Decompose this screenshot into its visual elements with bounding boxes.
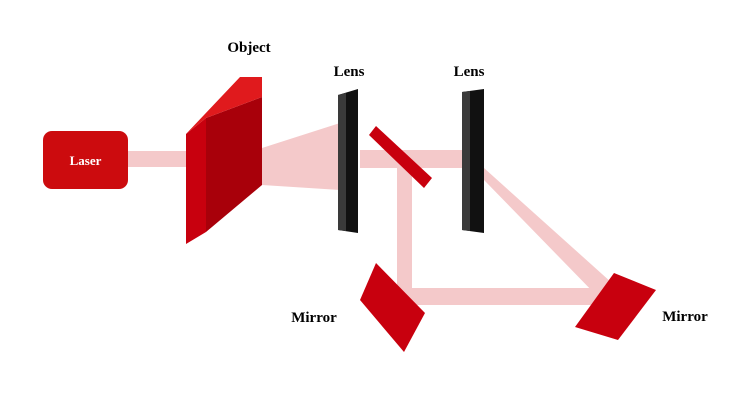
mirror-left-label: Mirror xyxy=(291,310,337,326)
mirror-right: Mirror xyxy=(575,273,708,340)
laser-source: Laser xyxy=(43,131,128,189)
object-top-face xyxy=(186,77,262,134)
lens-left-label: Lens xyxy=(334,64,365,80)
mirror-left-body xyxy=(360,263,425,352)
mirror-right-label: Mirror xyxy=(662,309,708,325)
object-label: Object xyxy=(227,40,270,56)
mirror-right-body xyxy=(575,273,656,340)
beam-laser-to-object xyxy=(128,151,190,167)
lens-left-shade xyxy=(338,93,346,231)
object-front-face xyxy=(206,97,262,232)
beam-reference-horizontal xyxy=(397,288,605,305)
lens-right: Lens xyxy=(454,64,485,233)
object-block: Object xyxy=(186,40,271,244)
mirror-left: Mirror xyxy=(291,263,425,352)
beam-object-to-lens xyxy=(262,123,340,190)
lens-right-shade xyxy=(462,91,470,231)
lens-right-label: Lens xyxy=(454,64,485,80)
object-side-face xyxy=(186,118,206,244)
beam-splitter-down xyxy=(397,158,412,288)
laser-beams xyxy=(128,123,612,305)
beam-splitter xyxy=(369,126,432,188)
lens-left: Lens xyxy=(334,64,365,233)
laser-label: Laser xyxy=(70,153,102,168)
beam-diagonal-to-mirror xyxy=(484,168,612,297)
laser-body xyxy=(43,131,128,189)
